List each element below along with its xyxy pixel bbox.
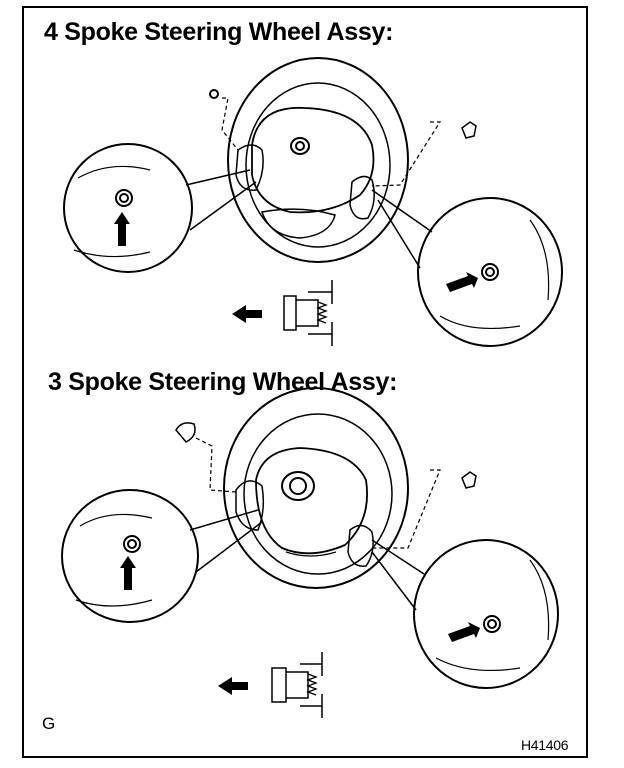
screw-icon <box>481 263 499 281</box>
three-spoke-wheel-rim <box>223 387 409 589</box>
clip-icon <box>175 422 196 443</box>
arrow-up-icon <box>120 556 136 590</box>
four-spoke-wheel-group <box>63 57 563 347</box>
screw-icon <box>115 189 133 207</box>
figure-code: H41406 <box>521 737 569 753</box>
clip-icon <box>461 471 477 489</box>
arrow-left-icon <box>218 677 248 695</box>
arrow-left-icon <box>232 305 262 323</box>
arrow-up-icon <box>114 212 130 246</box>
arrow-right-icon <box>446 272 478 292</box>
arrow-right-icon <box>448 622 480 642</box>
diagram-frame <box>22 6 588 758</box>
screw-icon <box>483 615 501 633</box>
three-spoke-wheel-group <box>61 387 559 718</box>
zoom-circle-left <box>61 489 199 623</box>
zoom-circle-right <box>417 197 563 347</box>
zoom-circle-right <box>413 539 559 689</box>
terminal-detail-bottom <box>271 652 323 718</box>
clip-icon <box>461 121 477 139</box>
corner-letter: G <box>42 714 56 733</box>
zoom-circle-left <box>63 143 193 273</box>
steering-emblem <box>290 137 310 155</box>
terminal-detail-top <box>283 280 333 346</box>
steering-emblem <box>281 471 315 501</box>
four-spoke-wheel-rim <box>227 57 409 263</box>
heading-4-spoke: 4 Spoke Steering Wheel Assy: <box>44 18 394 46</box>
clip-icon <box>209 89 219 99</box>
screw-icon <box>123 535 141 553</box>
